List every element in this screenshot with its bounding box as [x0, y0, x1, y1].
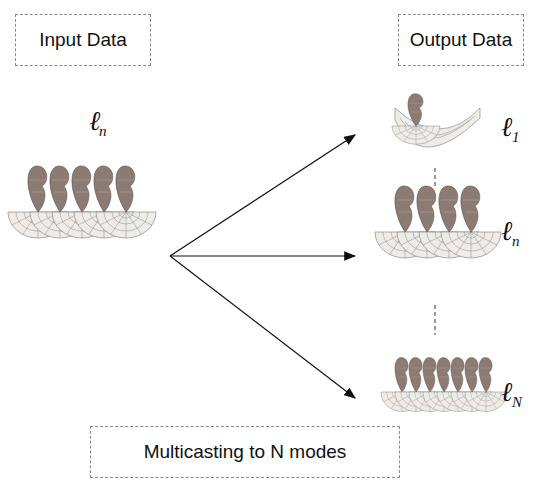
mode-symbol: ℓ [501, 379, 512, 406]
mode-symbol: ℓ [501, 114, 512, 141]
mode-symbol: ℓ [501, 218, 512, 245]
mode-subscript: N [512, 395, 522, 410]
dashed-box: Multicasting to N modes [90, 426, 400, 478]
box-title: Multicasting to N modes [144, 441, 347, 463]
mode-symbol: ℓ [89, 108, 100, 135]
box-title: Input Data [39, 29, 127, 51]
dashed-box: Input Data [15, 14, 151, 66]
mode-subscript: n [512, 234, 520, 249]
mode-subscript: 1 [512, 130, 520, 145]
mode-subscript: n [99, 124, 107, 139]
box-title: Output Data [410, 29, 512, 51]
dashed-box: Output Data [398, 14, 524, 66]
